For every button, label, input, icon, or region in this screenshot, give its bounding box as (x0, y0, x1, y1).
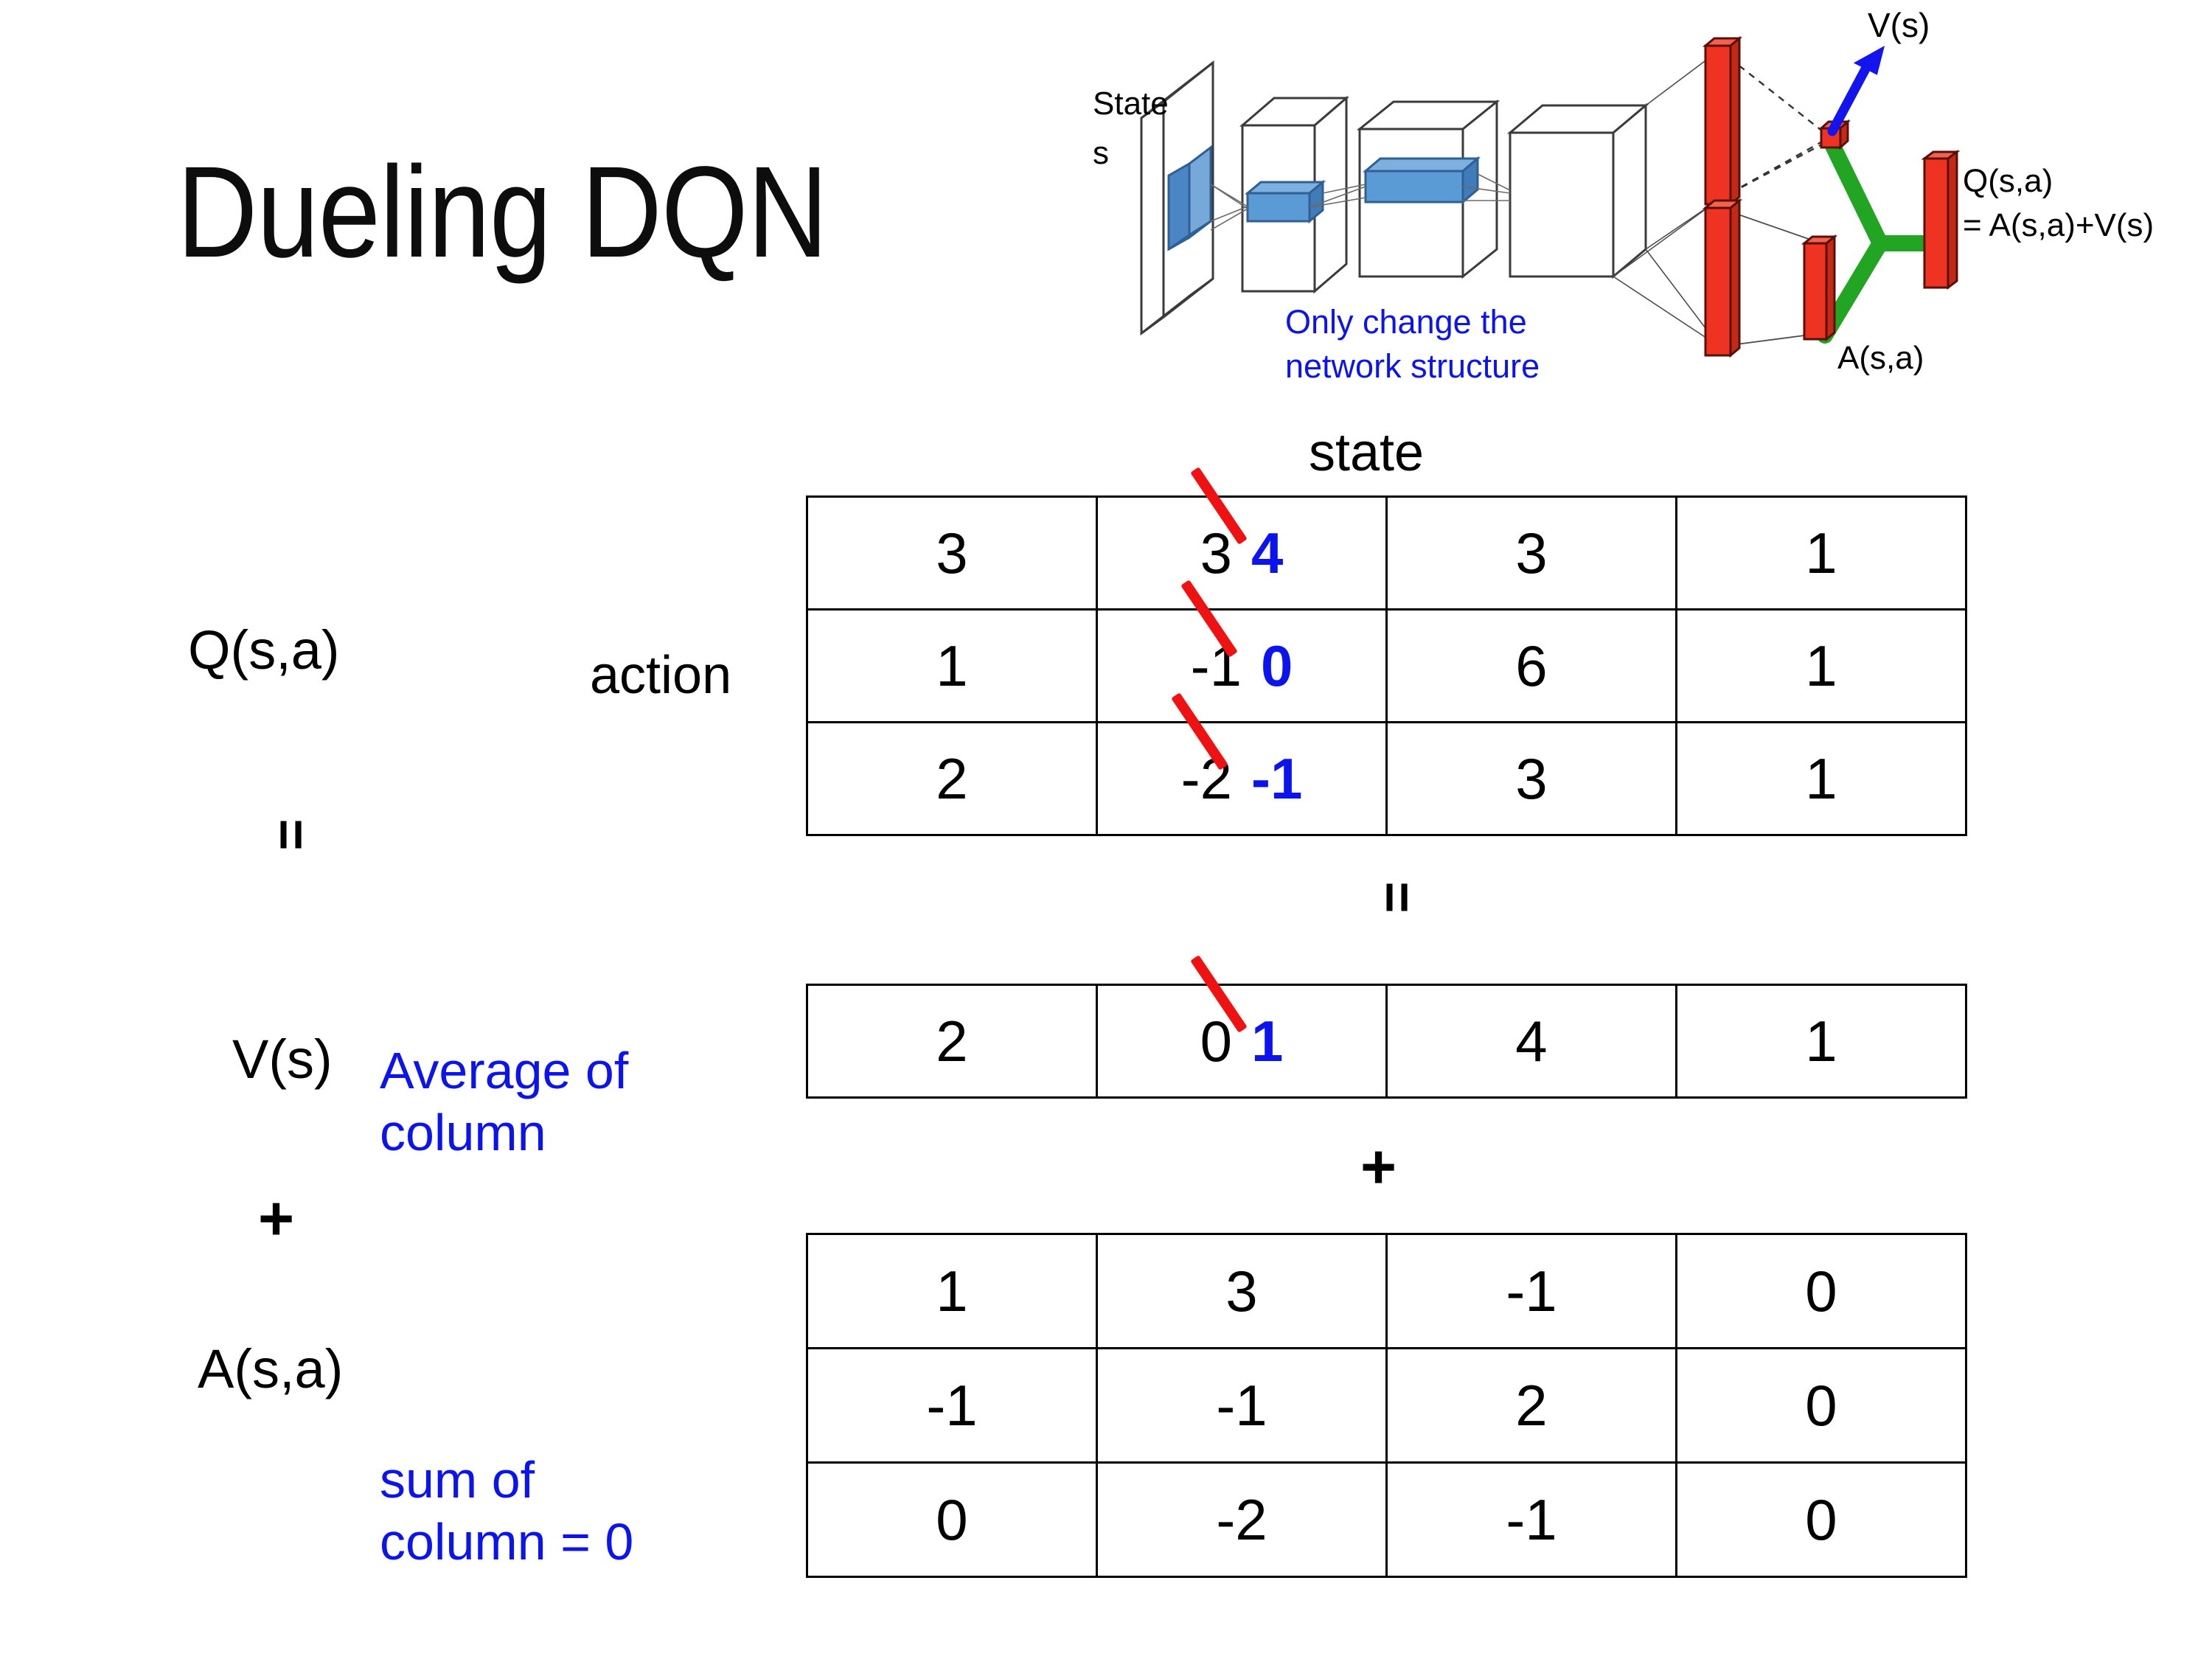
table-cell: 1 (1675, 984, 1967, 1099)
input-filter-patch (1167, 145, 1212, 251)
table-cell: -2 -1 (1096, 692, 1388, 836)
table-cell: -1 (1096, 1347, 1388, 1464)
equals-operator-left: = (261, 818, 322, 851)
q-output-label-line1: Q(s,a) (1963, 163, 2053, 199)
table-cell: 1 (1675, 495, 1967, 611)
table-cell: 2 (1385, 1347, 1677, 1464)
network-note-line1: Only change the (1285, 303, 1527, 341)
annotation-average-of-column: Average of column (380, 1042, 629, 1161)
v-output-label: V(s) (1868, 6, 1930, 44)
a-output-label: A(s,a) (1837, 340, 1924, 376)
conv-block-3 (1506, 102, 1649, 279)
cell-old-value: -2 (1170, 692, 1232, 813)
green-merge-path (1817, 132, 1940, 344)
action-axis-label: action (590, 646, 732, 705)
table-cell: 2 (806, 721, 1098, 836)
network-note-line2: network structure (1285, 347, 1540, 385)
table-cell: 6 (1385, 608, 1677, 723)
plus-operator-middle: + (1360, 1132, 1397, 1201)
value-arrow-icon (1827, 46, 1885, 136)
table-cell: -1 0 (1096, 579, 1388, 723)
table-cell: 3 (806, 495, 1098, 611)
q-output-label-line2: = A(s,a)+V(s) (1963, 207, 2154, 243)
red-strikethrough-icon (1189, 466, 1248, 545)
table-cell: 3 (1385, 721, 1677, 836)
table-cell: 1 (806, 1233, 1098, 1349)
v-function-label: V(s) (232, 1029, 333, 1090)
cell-old-value: 3 (1189, 466, 1248, 587)
q-output-bar (1921, 150, 1961, 290)
advantage-hidden-bar (1702, 198, 1743, 358)
state-axis-label: state (1309, 423, 1425, 482)
annotation-sum-of-column: sum of column = 0 (380, 1451, 634, 1571)
cell-new-value: 0 (1260, 633, 1293, 698)
cell-new-value: 1 (1251, 1008, 1284, 1074)
state-label-line2: s (1093, 135, 1109, 171)
table-cell: 4 (1385, 984, 1677, 1099)
table-cell: -1 (1385, 1233, 1677, 1349)
equals-operator-middle: = (1367, 881, 1428, 914)
table-cell: 1 (1675, 608, 1967, 723)
value-stream-dashed-lines (1718, 49, 1831, 201)
cell-new-value: -1 (1251, 745, 1303, 811)
table-cell: 2 (806, 984, 1098, 1099)
stream-split-lines (1613, 49, 1720, 347)
table-cell: 0 (806, 1461, 1098, 1578)
value-hidden-bar (1702, 35, 1743, 207)
page-title: Dueling DQN (177, 140, 828, 285)
conv-filter-1 (1244, 179, 1326, 224)
cell-old-value: 0 (1189, 954, 1248, 1075)
a-function-label: A(s,a) (198, 1338, 344, 1399)
table-cell: 1 (1675, 721, 1967, 836)
cell-new-value: 4 (1251, 520, 1284, 585)
dueling-network-diagram: State s V(s) A(s,a) Q(s,a) = A(s,a)+V(s)… (1084, 0, 2212, 413)
table-cell: 3 (1096, 1233, 1388, 1349)
plus-operator-left: + (258, 1183, 295, 1253)
table-cell: 1 (806, 608, 1098, 723)
red-strikethrough-icon (1189, 954, 1248, 1033)
table-cell: -1 (1385, 1461, 1677, 1578)
cell-old-value: -1 (1180, 579, 1242, 700)
q-function-label: Q(s,a) (188, 619, 340, 681)
input-plane-shape (1140, 60, 1214, 335)
table-cell: 0 (1675, 1233, 1967, 1349)
table-cell: -1 (806, 1347, 1098, 1464)
table-cell: 3 (1385, 495, 1677, 611)
conv-filter-2 (1362, 156, 1481, 205)
table-cell: 0 (1675, 1347, 1967, 1464)
advantage-output-bar (1801, 234, 1838, 342)
table-cell: 0 (1675, 1461, 1967, 1578)
connection-lines (1210, 173, 1511, 231)
table-cell: -2 (1096, 1461, 1388, 1578)
state-label-line1: State (1093, 86, 1169, 122)
